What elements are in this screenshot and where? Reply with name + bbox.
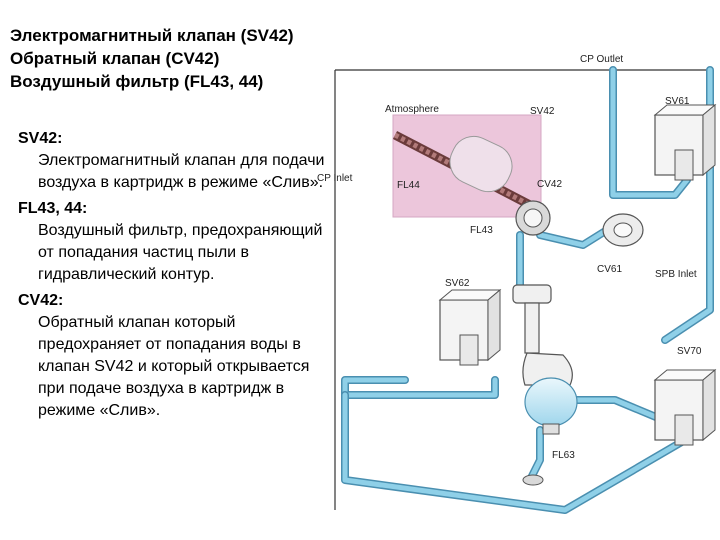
sv61-device xyxy=(653,103,717,181)
label-cv61: CV61 xyxy=(597,264,623,275)
title-line-1: Электромагнитный клапан (SV42) xyxy=(10,26,294,45)
title-line-3: Воздушный фильтр (FL43, 44) xyxy=(10,72,264,91)
description-list: SV42: Электромагнитный клапан для подачи… xyxy=(18,124,328,422)
definition-fl43-44: Воздушный фильтр, предохраняющий от попа… xyxy=(38,222,323,283)
label-atmosphere: Atmosphere xyxy=(385,104,439,115)
label-sv42: SV42 xyxy=(530,106,555,117)
label-sv70: SV70 xyxy=(677,346,702,357)
definition-cv42: Обратный клапан который предохраняет от … xyxy=(38,314,310,419)
pneumatic-diagram: CP Outlet Atmosphere SV42 SV61 CP Inlet … xyxy=(315,40,720,540)
diagram-drawing xyxy=(334,66,717,514)
label-spb-inlet: SPB Inlet xyxy=(655,269,697,280)
title-line-2: Обратный клапан (CV42) xyxy=(10,49,220,68)
label-fl43: FL43 xyxy=(470,225,493,236)
cv61-valve xyxy=(602,213,644,247)
sv42-valve xyxy=(515,200,551,236)
sv70-device xyxy=(653,368,717,446)
definition-sv42: Электромагнитный клапан для подачи возду… xyxy=(38,152,325,191)
sv62-device xyxy=(438,288,502,366)
term-cv42: CV42: xyxy=(18,292,64,309)
term-fl43-44: FL43, 44: xyxy=(18,200,88,217)
fl44-filter-body xyxy=(449,135,513,193)
label-fl44: FL44 xyxy=(397,180,420,191)
title-block: Электромагнитный клапан (SV42) Обратный … xyxy=(10,24,294,93)
separator-bottle xyxy=(512,284,578,486)
term-sv42: SV42: xyxy=(18,130,63,147)
label-cv42: CV42 xyxy=(537,179,563,190)
label-sv61: SV61 xyxy=(665,96,690,107)
label-fl63: FL63 xyxy=(552,450,575,461)
label-cp-outlet: CP Outlet xyxy=(580,54,624,65)
label-cp-inlet: CP Inlet xyxy=(317,173,353,184)
label-sv62: SV62 xyxy=(445,278,470,289)
